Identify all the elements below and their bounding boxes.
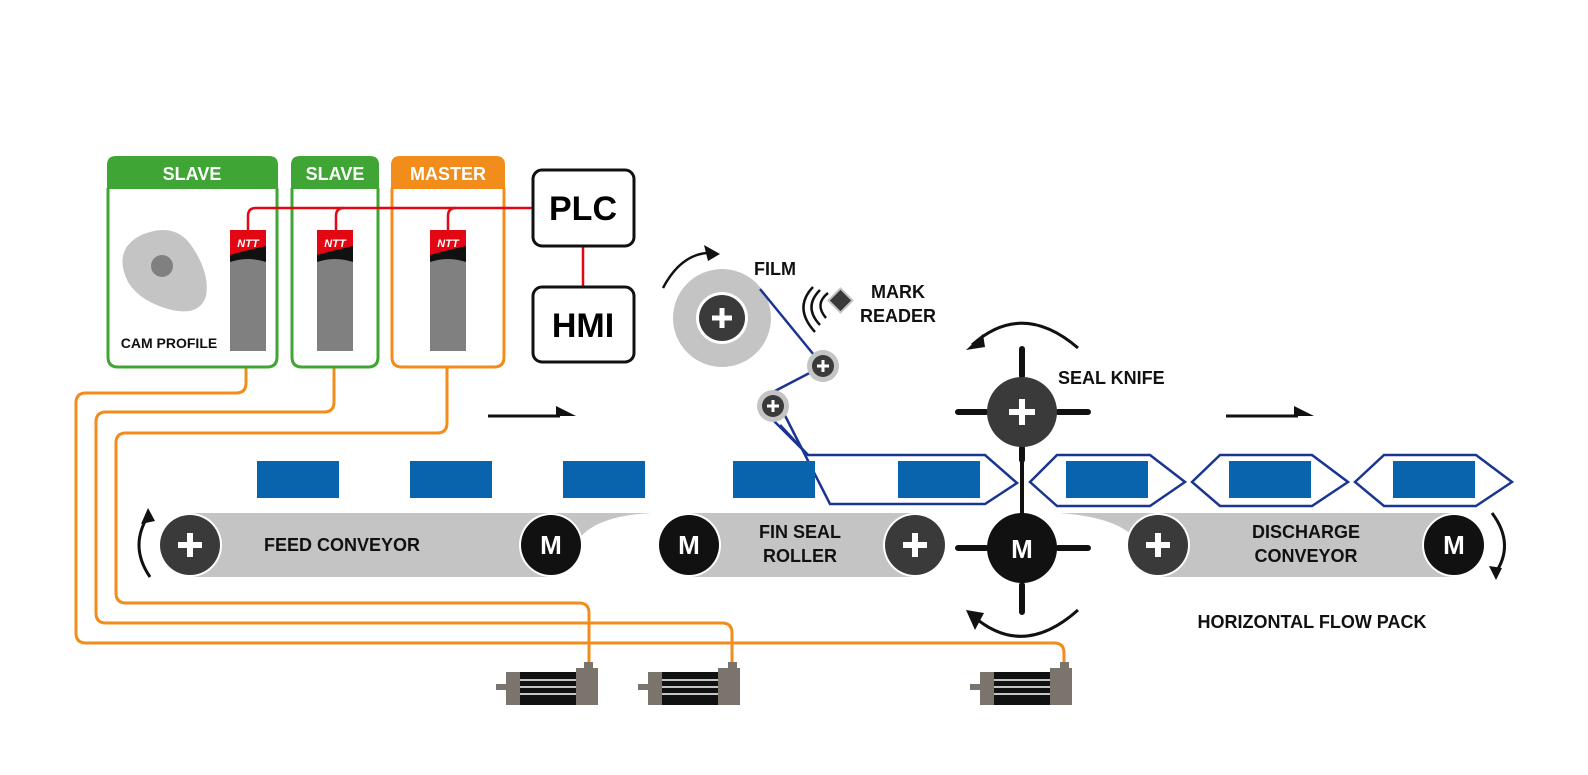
wrapped-pack-2: [1190, 453, 1351, 508]
fin-seal-label-line2: ROLLER: [763, 546, 837, 566]
servo-drive-master: NTT: [430, 230, 466, 351]
product-8: [1393, 461, 1475, 498]
cam-profile-hub: [151, 255, 173, 277]
feed-motor-label: M: [540, 530, 562, 560]
film-label: FILM: [754, 259, 796, 279]
slave-header-label-2: SLAVE: [306, 164, 365, 184]
cam-profile-label: CAM PROFILE: [121, 335, 217, 351]
fin-seal-label-line1: FIN SEAL: [759, 522, 841, 542]
product-4: [733, 461, 815, 498]
fin-seal-motor: M: [657, 513, 721, 577]
feed-idler-roller: [158, 513, 222, 577]
plc-box: PLC: [531, 168, 636, 248]
mark-reader-label-line2: READER: [860, 306, 936, 326]
product-5: [898, 461, 980, 498]
feed-conveyor-label: FEED CONVEYOR: [264, 535, 420, 555]
servo-drive-2: NTT: [317, 230, 353, 351]
discharge-motor-label: M: [1443, 530, 1465, 560]
product-1: [257, 461, 339, 498]
seal-knife-upper-rotation-arrow: [970, 321, 1079, 350]
flow-direction-arrow-left: [488, 406, 576, 418]
machine-title: HORIZONTAL FLOW PACK: [1198, 612, 1427, 632]
mark-reader: MARK READER: [802, 282, 936, 333]
flow-direction-arrow-right: [1226, 406, 1314, 418]
product-6: [1066, 461, 1148, 498]
discharge-conveyor-motor: M: [1422, 513, 1486, 577]
fin-seal-motor-label: M: [678, 530, 700, 560]
discharge-return-arrow: [1490, 512, 1506, 576]
seal-knife-lower-rotation-arrow: [970, 608, 1079, 638]
servo-motor-feed: [496, 662, 598, 705]
products: [257, 461, 1475, 498]
mark-reader-label-line1: MARK: [871, 282, 925, 302]
plc-label: PLC: [549, 190, 617, 228]
master-header-label: MASTER: [410, 164, 486, 184]
seal-knife-motor-label: M: [1011, 534, 1033, 564]
encoder-cables: [74, 350, 1066, 668]
wrapped-packs: [1028, 453, 1515, 508]
discharge-label-line2: CONVEYOR: [1254, 546, 1357, 566]
cable-slave2-to-fin-motor: [94, 367, 734, 668]
discharge-idler-roller: [1126, 513, 1190, 577]
product-7: [1229, 461, 1311, 498]
servo-motor-seal-knife: [970, 662, 1072, 705]
seal-knife-label: SEAL KNIFE: [1058, 368, 1165, 388]
discharge-label-line1: DISCHARGE: [1252, 522, 1360, 542]
film-guide-roller-1: [807, 350, 839, 382]
drive-brand-1: NTT: [237, 238, 260, 250]
cable-slave1-to-seal-motor: [74, 350, 1066, 668]
fin-seal-idler-roller: [883, 513, 947, 577]
servo-drive-1: NTT: [230, 230, 266, 351]
seal-knife-assembly: M SEAL KNIFE: [955, 321, 1165, 638]
signal-bus: [246, 206, 585, 287]
drive-brand-2: NTT: [324, 238, 347, 250]
hmi-box: HMI: [531, 285, 636, 364]
product-3: [563, 461, 645, 498]
slave-header-label-1: SLAVE: [163, 164, 222, 184]
product-2: [410, 461, 492, 498]
wrapped-pack-1: [1028, 453, 1188, 508]
hmi-label: HMI: [552, 307, 614, 345]
film-guide-roller-2: [757, 390, 789, 422]
feed-conveyor-motor: M: [519, 513, 583, 577]
wrapped-pack-3: [1353, 453, 1515, 508]
servo-motor-fin-seal: [638, 662, 740, 705]
fin-seal-roller: FIN SEAL ROLLER: [689, 513, 915, 577]
cable-master-to-feed-motor: [114, 367, 591, 668]
film-roll: FILM: [661, 245, 796, 367]
drive-brand-3: NTT: [437, 238, 460, 250]
